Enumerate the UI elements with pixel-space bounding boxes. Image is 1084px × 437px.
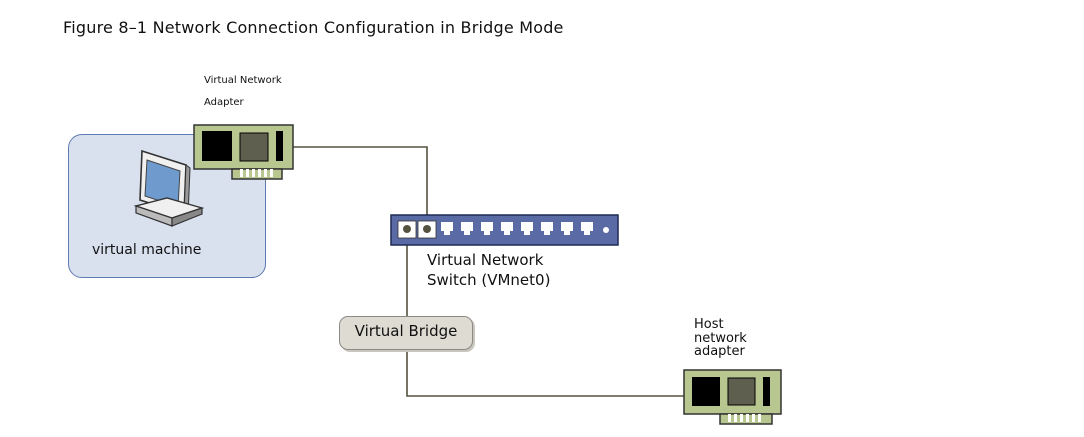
virtual-switch-label-line1: Virtual Network: [427, 251, 544, 269]
virtual-switch-label-line2: Switch (VMnet0): [427, 271, 551, 289]
virtual-switch-label: Virtual Network Switch (VMnet0): [427, 250, 587, 290]
host-network-adapter-label-line2: network: [694, 330, 747, 346]
host-network-adapter-label-line3: adapter: [694, 344, 745, 359]
host-network-adapter-label: Host network adapter: [694, 318, 774, 359]
host-network-adapter-label-line1: Host: [694, 317, 724, 332]
virtual-network-adapter-label-line2: Adapter: [204, 97, 244, 108]
virtual-bridge-node: [339, 316, 473, 350]
virtual-machine-label: virtual machine: [92, 242, 202, 258]
connector-adapter-to-switch: [293, 146, 428, 228]
figure-title: Figure 8–1 Network Connection Configurat…: [63, 18, 564, 37]
virtual-network-adapter-label: Virtual Network Adapter: [204, 70, 304, 114]
virtual-network-adapter-card-icon: [193, 124, 294, 180]
network-switch-icon: [390, 214, 619, 246]
virtual-network-adapter-label-line1: Virtual Network: [204, 75, 282, 86]
computer-monitor-icon: [133, 149, 205, 227]
virtual-bridge-label: Virtual Bridge: [354, 322, 458, 340]
host-network-adapter-card-icon: [683, 369, 782, 425]
connector-switch-to-host: [406, 228, 684, 397]
